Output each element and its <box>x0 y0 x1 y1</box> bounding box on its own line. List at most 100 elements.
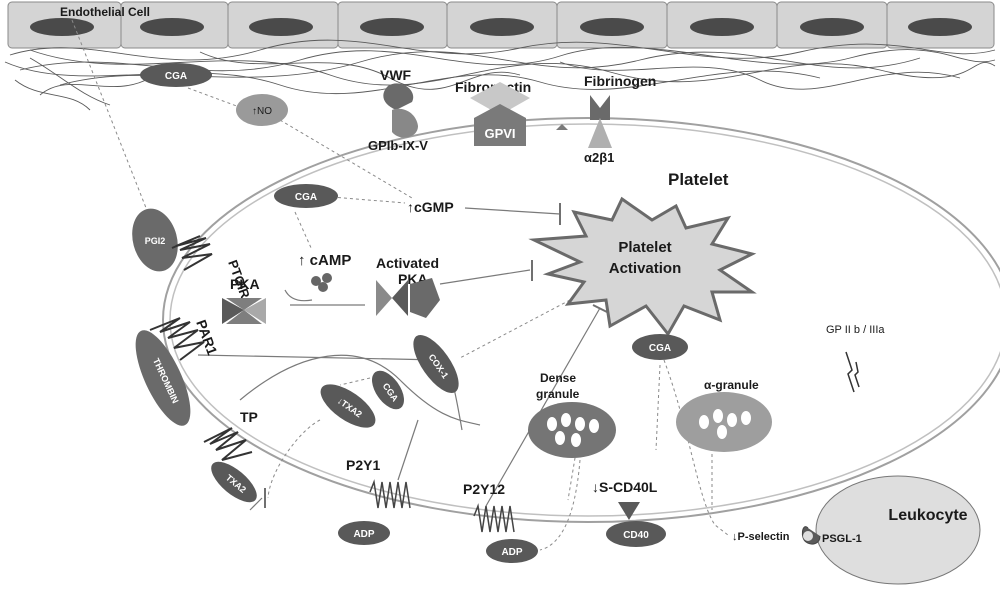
cox1-oval <box>413 335 459 393</box>
small-triangle <box>556 124 568 130</box>
fibrinogen-shape <box>590 95 610 120</box>
adp-oval <box>338 521 390 545</box>
psgl1-pocket <box>803 531 813 541</box>
granule-dot <box>589 419 599 433</box>
pka-label: PKA <box>230 276 260 292</box>
granule-dot <box>547 417 557 431</box>
camp-dot <box>311 276 321 286</box>
leukocyte-group: Leukocyte PSGL-1 <box>801 475 981 585</box>
gpib-label: GPIb-IX-V <box>368 138 428 153</box>
cga-oval <box>140 63 212 87</box>
gp2b3a-shape <box>854 361 860 388</box>
vwf-label: VWF <box>380 67 412 83</box>
p2y12-zigzag <box>473 503 515 533</box>
leukocyte-label: Leukocyte <box>888 507 967 524</box>
a2b1-shape <box>588 118 612 148</box>
camp-dot <box>322 273 332 283</box>
alpha-granule-label: α-granule <box>704 378 759 392</box>
cd40-oval <box>606 521 666 547</box>
dense-granule-line2: granule <box>536 387 580 401</box>
activated-pka-subunit <box>410 278 440 318</box>
thrombin-oval <box>135 330 191 426</box>
adp-label: ADP <box>501 547 522 558</box>
activated-pka-subunit <box>392 280 408 316</box>
platelet-membrane-outer <box>162 117 1000 523</box>
gpvi-shape <box>474 104 526 146</box>
gpvi-label: GPVI <box>484 126 515 141</box>
gp2b3a-shape <box>845 351 855 393</box>
nucleus <box>908 18 972 36</box>
adhesion-receptors: CGA ↑NO VWF GPIb-IX-V Fibronectin GPVI F… <box>140 63 656 165</box>
nucleus <box>470 18 534 36</box>
adp-label: ADP <box>353 529 374 540</box>
nucleus <box>30 18 94 36</box>
platelet-membrane-inner <box>169 123 1000 517</box>
par1-zigzag <box>149 317 205 361</box>
p2y1-label: P2Y1 <box>346 457 380 473</box>
camp-dot <box>318 282 328 292</box>
endothelial-cell-label: Endothelial Cell <box>60 5 150 19</box>
granule-dot <box>717 425 727 439</box>
pka-subunit <box>244 298 266 324</box>
no-label: ↑NO <box>252 106 272 117</box>
psgl1-label: PSGL-1 <box>822 533 862 545</box>
scd40l-label: ↓S-CD40L <box>592 479 658 495</box>
granule-dot <box>575 417 585 431</box>
tp-zigzag <box>203 427 253 461</box>
ptgir-zigzag <box>171 235 213 271</box>
nucleus <box>140 18 204 36</box>
platelet-label: Platelet <box>668 170 729 189</box>
pgi2-oval <box>132 208 178 272</box>
nucleus <box>800 18 864 36</box>
pka-subunit <box>222 298 244 324</box>
nucleus <box>360 18 424 36</box>
platelet-activation-line2: Activation <box>609 260 682 277</box>
granule-dot <box>699 415 709 429</box>
granule-dot <box>571 433 581 447</box>
activated-pka-subunit <box>376 280 392 316</box>
cga-oval <box>372 370 404 410</box>
pgi2-label: PGI2 <box>145 236 166 246</box>
fibrinogen-label: Fibrinogen <box>584 73 656 89</box>
platelet-activation-burst <box>528 196 757 337</box>
granule-dot <box>555 431 565 445</box>
txa2-oval <box>320 384 376 428</box>
dense-granule-line1: Dense <box>540 371 576 385</box>
a2b1-label: α2β1 <box>584 150 614 165</box>
cd40-label: CD40 <box>623 530 649 541</box>
cga-label: CGA <box>649 343 671 354</box>
platelet-membrane <box>162 117 1000 523</box>
par1-label: PAR1 <box>193 318 221 358</box>
vwf-shape <box>383 83 414 110</box>
endothelial-layer: Endothelial Cell <box>7 1 995 49</box>
granule-dot <box>741 411 751 425</box>
nucleus <box>249 18 313 36</box>
granule-dot <box>561 413 571 427</box>
nucleus <box>580 18 644 36</box>
cgmp-label: ↑cGMP <box>407 199 454 215</box>
granule-dot <box>713 409 723 423</box>
tp-label: TP <box>240 409 258 425</box>
bottom-receptors: TP TXA2 P2Y1 ADP P2Y12 ADP ↓S-CD40L CD40… <box>203 409 790 563</box>
nucleus <box>690 18 754 36</box>
leukocyte-cell <box>815 475 981 585</box>
dense-granule <box>528 402 616 458</box>
cga-label: CGA <box>165 71 187 82</box>
cga-oval <box>274 184 338 208</box>
p2y12-label: P2Y12 <box>463 481 505 497</box>
camp-label: ↑ cAMP <box>298 252 351 269</box>
alpha-granule <box>676 392 772 452</box>
gp2b3a-label: GP II b / IIIa <box>826 324 885 336</box>
granule-dot <box>727 413 737 427</box>
pka-subunit <box>226 298 262 310</box>
fibronectin-shape <box>470 82 530 115</box>
activated-pka-line1: Activated <box>376 255 439 271</box>
cd40l-triangle <box>618 502 640 520</box>
cga-label: CGA <box>295 192 317 203</box>
txa2-oval <box>211 461 257 503</box>
pka-subunit <box>226 310 262 324</box>
no-oval <box>236 94 288 126</box>
p2y1-zigzag <box>369 479 411 509</box>
